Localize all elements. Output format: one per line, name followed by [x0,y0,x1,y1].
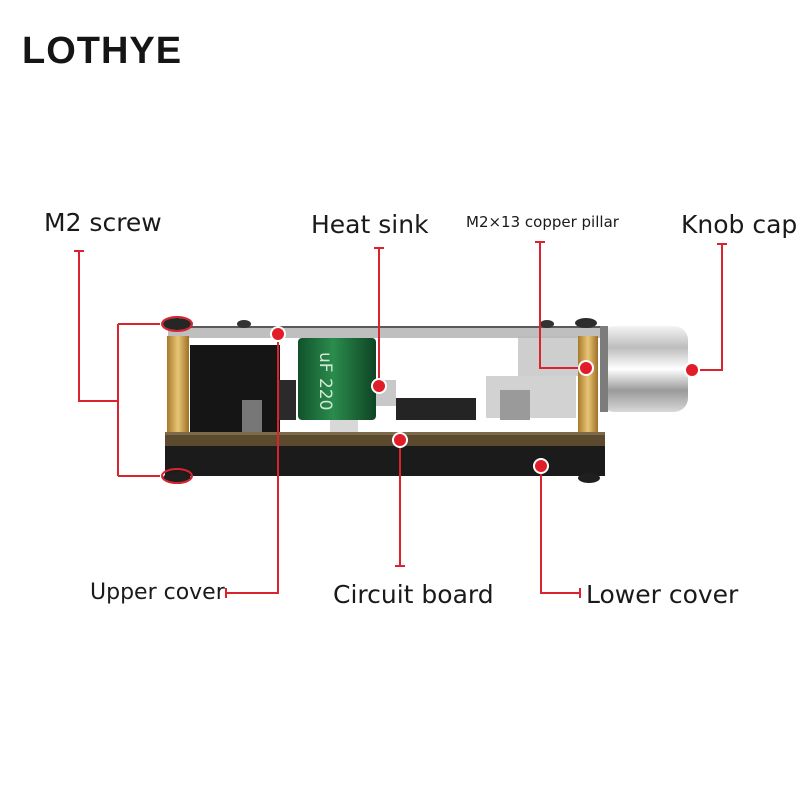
heat-sink [330,380,476,434]
m2-screw-top-right [540,318,597,328]
label-copper-pillar: M2×13 copper pillar [466,213,619,231]
label-heat-sink: Heat sink [311,210,429,239]
brand-logo: LOTHYE [22,30,183,72]
label-circuit-board: Circuit board [333,580,494,609]
knob-cap [600,326,688,412]
potentiometer [486,336,578,420]
label-m2-screw: M2 screw [44,208,162,237]
dc-jack [190,345,296,438]
label-lower-cover: Lower cover [586,580,739,609]
label-upper-cover: Upper cover [90,580,225,605]
capacitor-label: uF 220 [315,352,335,410]
lower-cover-plate [163,446,605,484]
markers [161,316,700,484]
m2-screw-top-mid [237,320,251,328]
copper-pillar-left [167,336,189,446]
capacitor: uF 220 [298,338,376,420]
label-knob-cap: Knob cap [681,210,798,239]
m2-screw-bottom-left [163,472,191,484]
copper-pillar-right [578,336,598,446]
circuit-board-plate [165,432,605,446]
leader-lines [74,241,727,598]
m2-screw-bottom-right [578,473,600,483]
m2-screw-top-left [163,318,191,330]
